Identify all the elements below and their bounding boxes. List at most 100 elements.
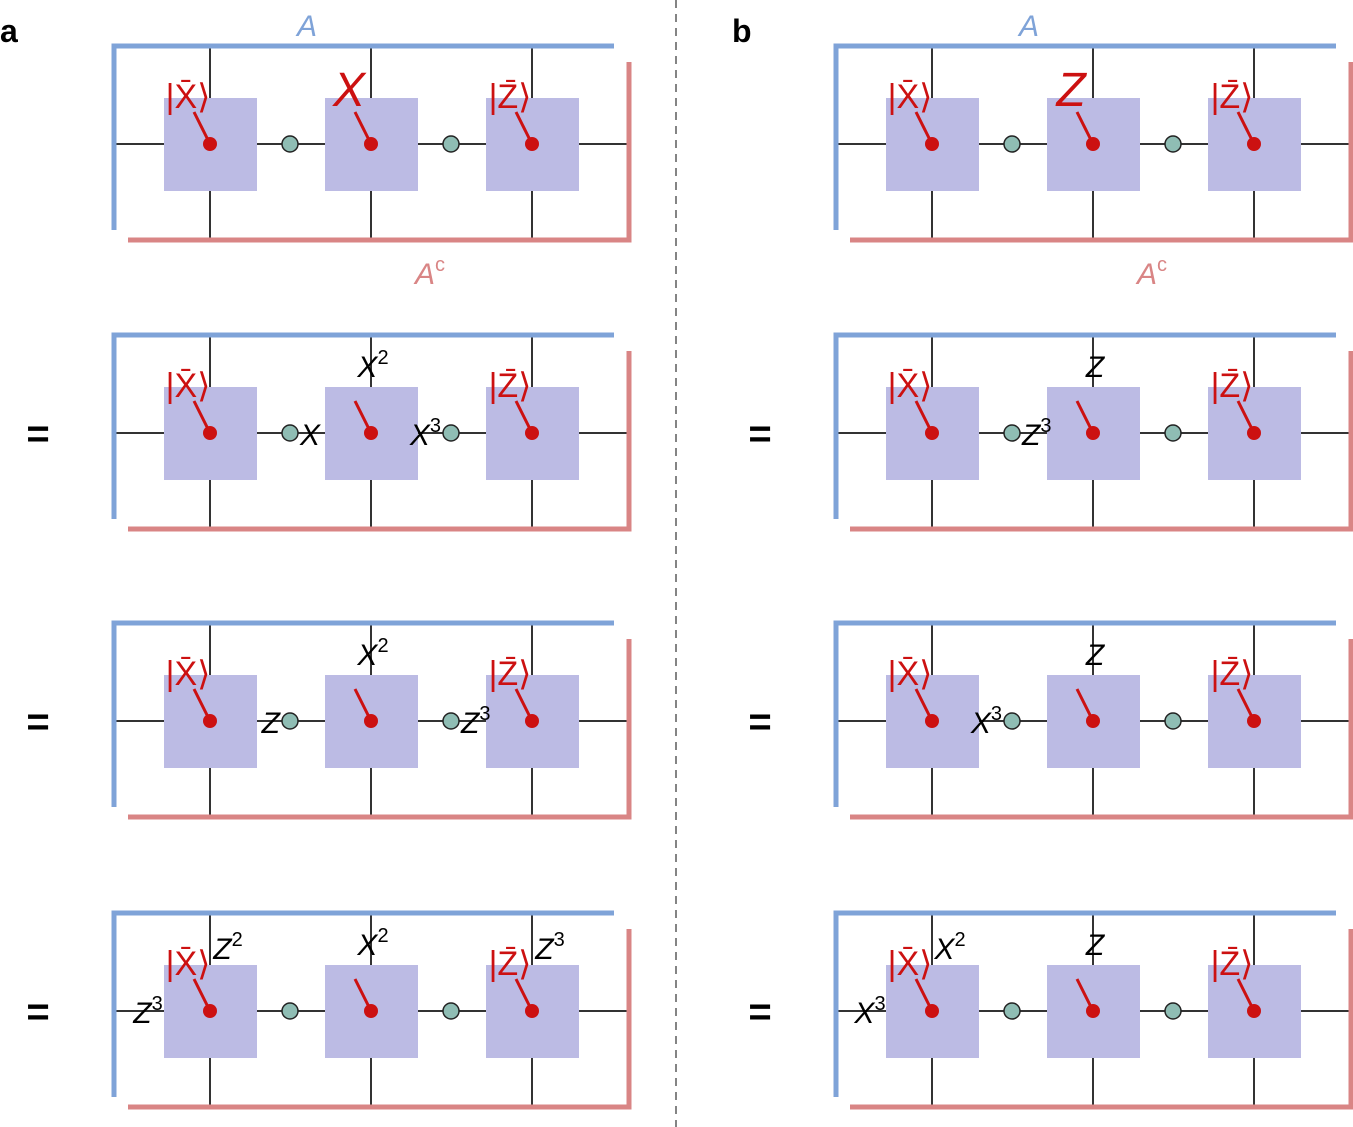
measurement-dot bbox=[1086, 1004, 1100, 1018]
panel-label: b bbox=[732, 13, 752, 49]
bond-node bbox=[281, 135, 299, 153]
measurement-dot bbox=[1086, 714, 1100, 728]
bond-label-sup: 3 bbox=[874, 993, 885, 1015]
site-state-label: |X̄⟩ bbox=[888, 367, 933, 405]
site-state-label: |Z̄⟩ bbox=[1211, 945, 1254, 983]
site-top-label-base: X bbox=[356, 351, 378, 384]
site-state-label: |X̄⟩ bbox=[166, 367, 211, 405]
measurement-dot bbox=[364, 426, 378, 440]
site-top-label-sup: 2 bbox=[377, 925, 388, 947]
measurement-dot bbox=[364, 714, 378, 728]
bond-node bbox=[1164, 712, 1182, 730]
site-state-label: |X̄⟩ bbox=[166, 78, 211, 116]
site-state-label: |Z̄⟩ bbox=[489, 945, 532, 983]
bond-label-base: Z bbox=[132, 997, 153, 1030]
panel-label: a bbox=[0, 13, 18, 49]
site-operator-label: X bbox=[332, 64, 367, 117]
measurement-dot bbox=[925, 137, 939, 151]
region-a-bracket bbox=[111, 43, 614, 230]
measurement-dot bbox=[1247, 1004, 1261, 1018]
bond-node bbox=[1003, 135, 1021, 153]
bond-node bbox=[442, 712, 460, 730]
site-top-label: X2 bbox=[356, 347, 388, 384]
equals-sign: = bbox=[748, 700, 771, 744]
site-state-label: |Z̄⟩ bbox=[489, 78, 532, 116]
region-a-bracket bbox=[111, 332, 614, 519]
measurement-dot bbox=[925, 714, 939, 728]
bond-label-base: X bbox=[853, 997, 875, 1030]
bond-node bbox=[1164, 424, 1182, 442]
region-a-title: A bbox=[1017, 10, 1039, 43]
measurement-dot bbox=[364, 137, 378, 151]
equals-sign: = bbox=[748, 412, 771, 456]
site-extra-label-sup: 2 bbox=[232, 929, 243, 951]
region-a-bracket bbox=[111, 620, 614, 807]
region-ac-title-base: A bbox=[1135, 258, 1157, 291]
region-ac-bracket bbox=[850, 639, 1353, 820]
region-ac-bracket bbox=[128, 639, 632, 820]
site-top-label-base: X bbox=[356, 929, 378, 962]
measurement-dot bbox=[925, 1004, 939, 1018]
site-state-label: |X̄⟩ bbox=[166, 945, 211, 983]
bond-label: X3 bbox=[970, 703, 1002, 740]
bond-label: Z3 bbox=[132, 993, 162, 1030]
bond-label-sup: 3 bbox=[479, 703, 490, 725]
region-ac-title-sup: c bbox=[435, 254, 445, 276]
region-ac-title-sup: c bbox=[1157, 254, 1167, 276]
bond-label-sup: 3 bbox=[430, 415, 441, 437]
measurement-dot bbox=[1247, 426, 1261, 440]
equals-sign: = bbox=[26, 700, 49, 744]
region-a-bracket bbox=[833, 332, 1336, 519]
site-extra-label-base: Z bbox=[534, 933, 555, 966]
site-top-label-base: Z bbox=[1085, 351, 1106, 384]
region-a-bracket bbox=[833, 910, 1336, 1097]
region-ac-bracket bbox=[128, 929, 632, 1110]
bond-node bbox=[281, 1002, 299, 1020]
measurement-dot bbox=[203, 714, 217, 728]
region-a-bracket bbox=[833, 620, 1336, 807]
bond-node bbox=[442, 424, 460, 442]
measurement-dot bbox=[925, 426, 939, 440]
region-a-bracket bbox=[833, 43, 1336, 230]
region-a-bracket bbox=[111, 910, 614, 1097]
site-extra-label-base: X bbox=[933, 933, 955, 966]
bond-label: Z3 bbox=[1021, 415, 1051, 452]
bond-label: X3 bbox=[853, 993, 885, 1030]
site-top-label: Z bbox=[1085, 351, 1106, 384]
bond-node bbox=[281, 712, 299, 730]
site-extra-label-sup: 3 bbox=[554, 929, 565, 951]
site-top-label-base: X bbox=[356, 639, 378, 672]
measurement-dot bbox=[1247, 137, 1261, 151]
equals-sign: = bbox=[748, 990, 771, 1034]
bond-node bbox=[1003, 424, 1021, 442]
measurement-dot bbox=[1247, 714, 1261, 728]
measurement-dot bbox=[525, 137, 539, 151]
site-extra-label-sup: 2 bbox=[954, 929, 965, 951]
measurement-dot bbox=[1086, 137, 1100, 151]
site-top-label-base: Z bbox=[1085, 929, 1106, 962]
measurement-dot bbox=[1086, 426, 1100, 440]
site-extra-label-base: Z bbox=[212, 933, 233, 966]
measurement-dot bbox=[525, 426, 539, 440]
site-top-label-base: Z bbox=[1085, 639, 1106, 672]
bond-label-base: X bbox=[409, 419, 431, 452]
site-state-label: |Z̄⟩ bbox=[1211, 78, 1254, 116]
bond-label-sup: 3 bbox=[991, 703, 1002, 725]
region-ac-bracket bbox=[850, 929, 1353, 1110]
measurement-dot bbox=[203, 1004, 217, 1018]
bond-node bbox=[1164, 1002, 1182, 1020]
site-extra-label: X2 bbox=[933, 929, 965, 966]
site-top-label: Z bbox=[1085, 929, 1106, 962]
region-ac-title: Ac bbox=[1135, 254, 1167, 291]
region-ac-bracket bbox=[850, 62, 1353, 243]
equals-sign: = bbox=[26, 412, 49, 456]
site-state-label: |X̄⟩ bbox=[888, 78, 933, 116]
bond-label-sup: 3 bbox=[1040, 415, 1051, 437]
site-top-label: X2 bbox=[356, 925, 388, 962]
bond-label: Z bbox=[261, 707, 282, 740]
site-state-label: |X̄⟩ bbox=[888, 945, 933, 983]
bond-label-sup: 3 bbox=[152, 993, 163, 1015]
region-ac-bracket bbox=[128, 62, 632, 243]
bond-label: Z3 bbox=[460, 703, 490, 740]
